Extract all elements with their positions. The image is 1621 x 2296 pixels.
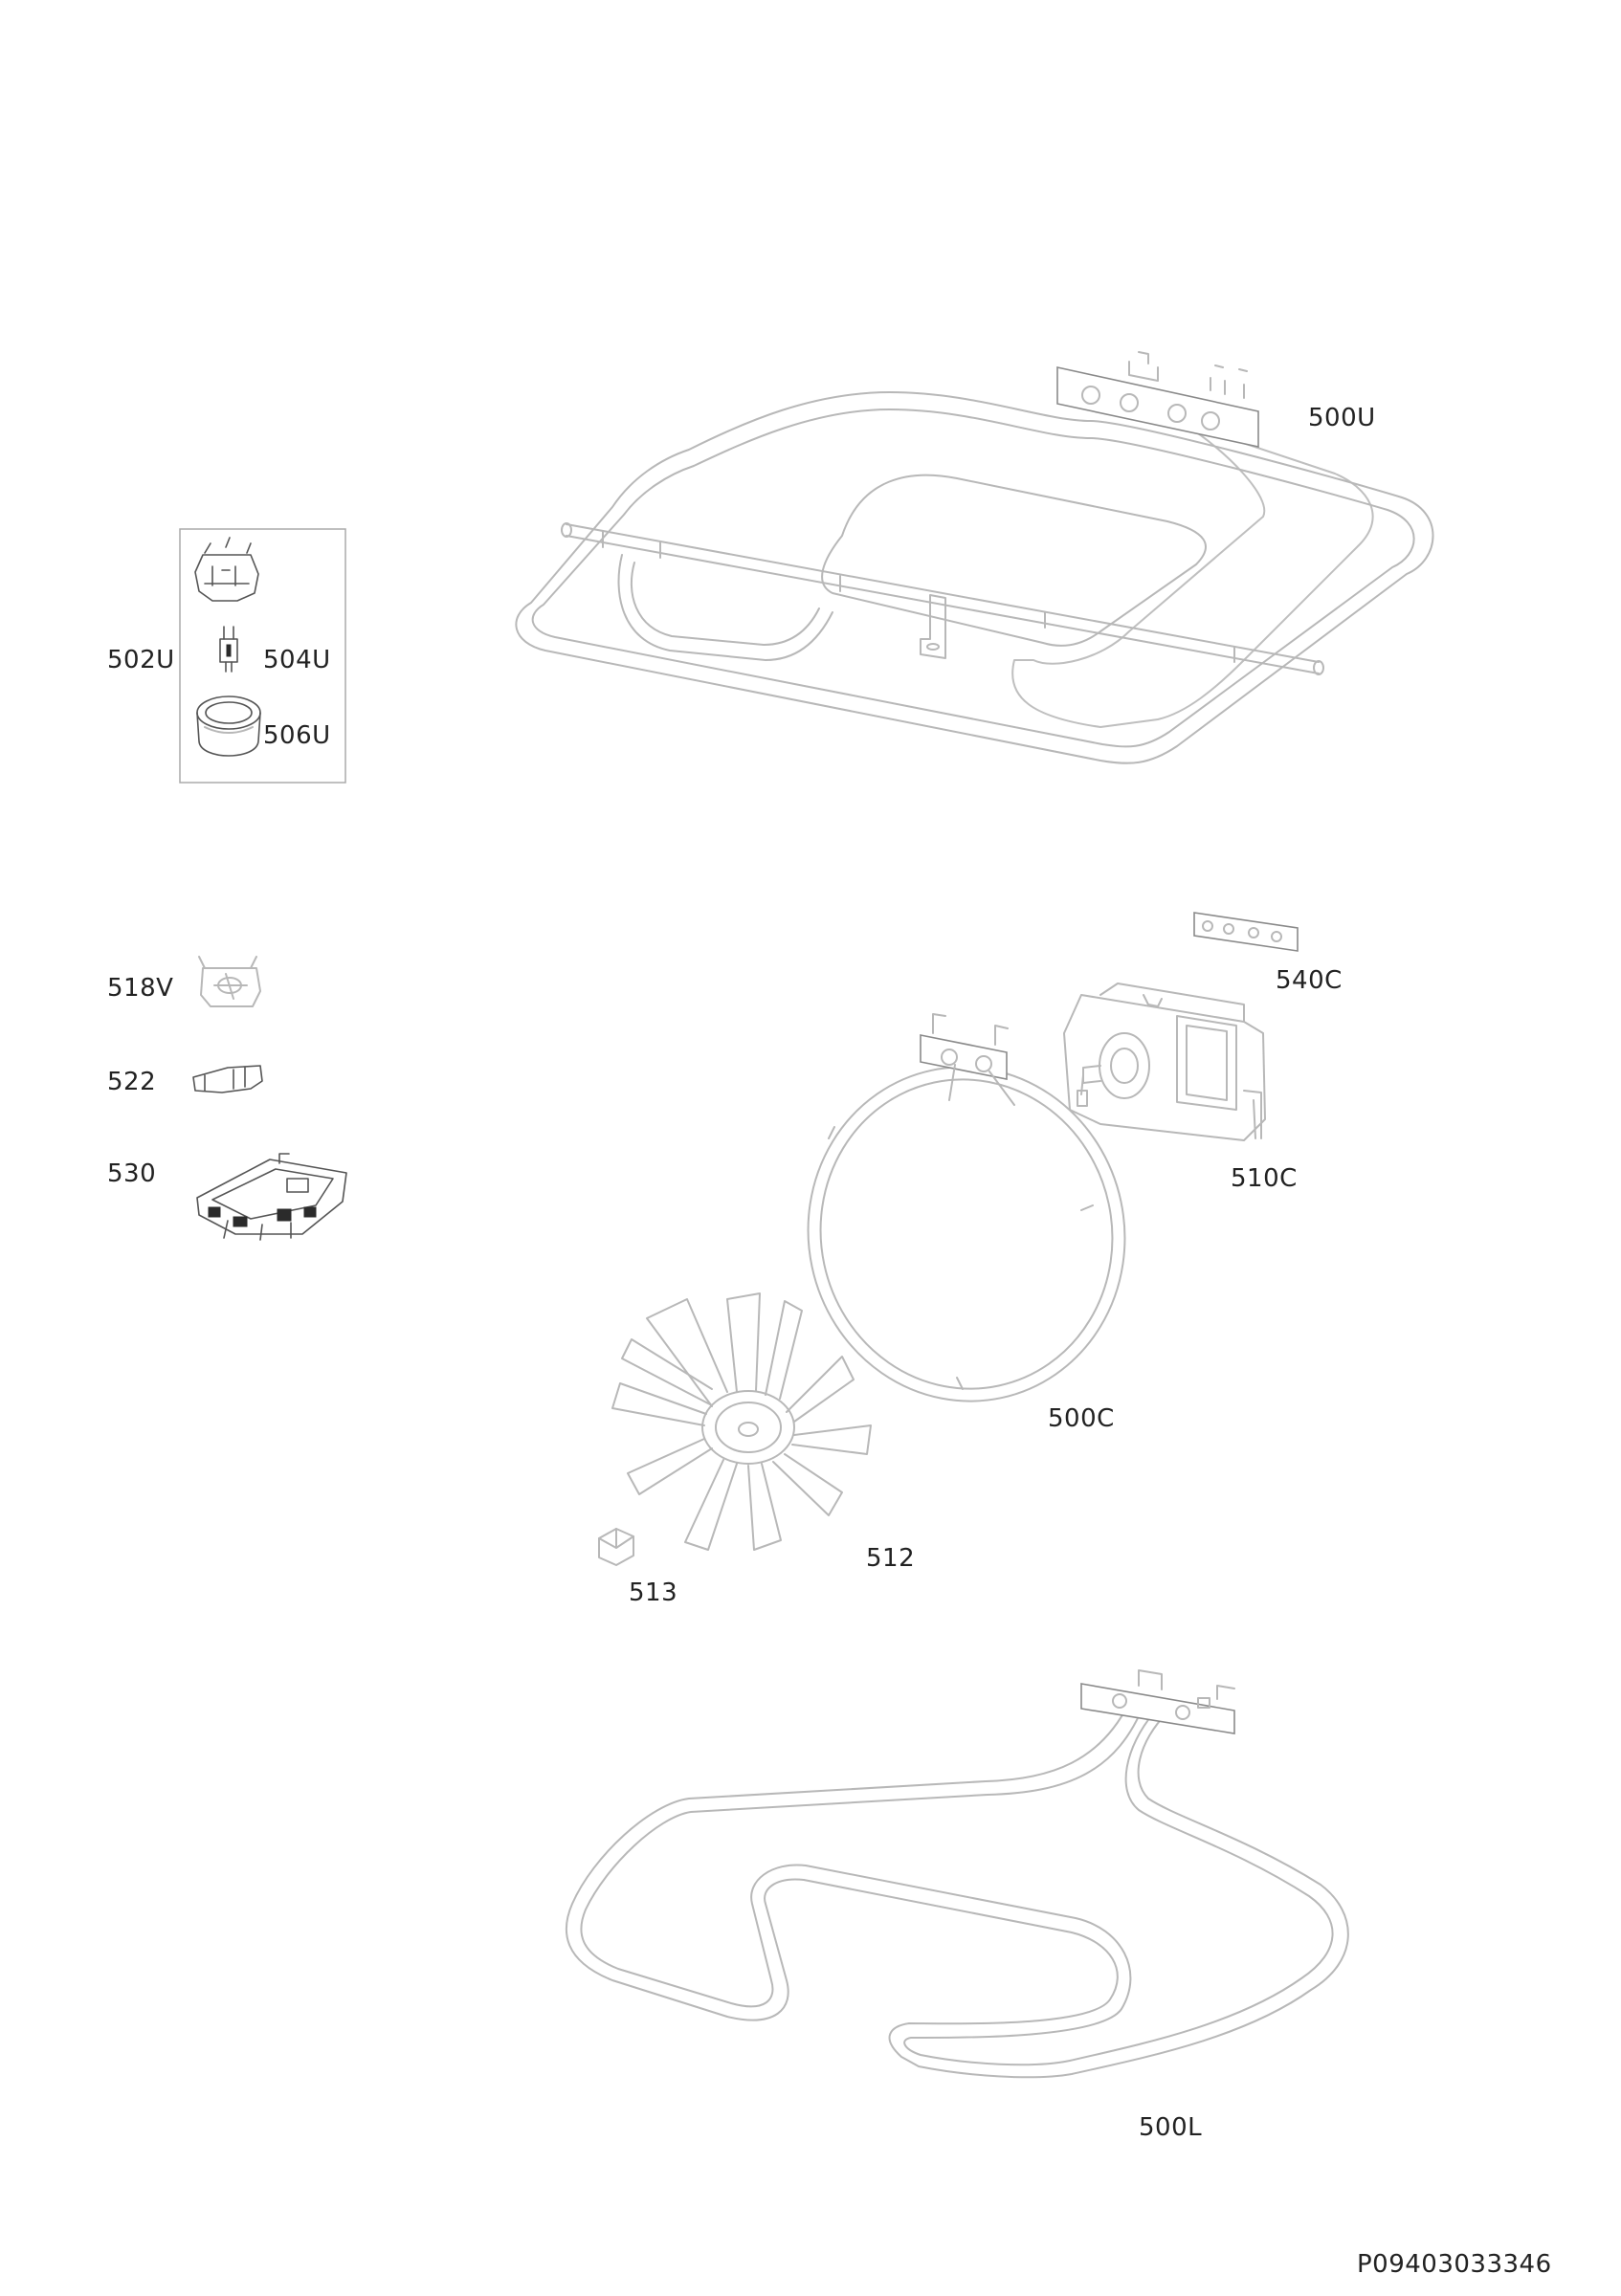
control-board-icon — [196, 1153, 347, 1241]
fan-blade-icon — [611, 1292, 872, 1551]
bulb-icon — [219, 626, 238, 673]
bottom-heating-element-icon — [565, 1669, 1349, 2079]
lamp-kit-frame — [179, 528, 346, 784]
document-code: P09403033346 — [1357, 2250, 1552, 2279]
part-label-518V: 518V — [107, 974, 174, 1003]
part-label-540C: 540C — [1276, 966, 1343, 995]
part-label-522: 522 — [107, 1068, 157, 1096]
top-heating-element-icon — [515, 351, 1434, 764]
thermostat-icon — [198, 956, 261, 1007]
lamp-holder-icon — [194, 537, 259, 602]
terminal-plate-icon — [1193, 912, 1299, 952]
fan-motor-icon — [1063, 982, 1266, 1141]
part-label-530: 530 — [107, 1159, 157, 1188]
part-label-502U: 502U — [107, 646, 175, 674]
circular-heating-element-icon — [807, 1013, 1126, 1402]
part-label-500C: 500C — [1048, 1404, 1115, 1433]
clip-icon — [192, 1065, 263, 1093]
part-label-510C: 510C — [1231, 1164, 1298, 1193]
part-label-500U: 500U — [1308, 404, 1376, 432]
part-label-513: 513 — [629, 1578, 678, 1607]
lamp-cover-icon — [196, 695, 261, 757]
part-label-506U: 506U — [263, 721, 331, 750]
part-label-512: 512 — [866, 1544, 916, 1573]
nut-icon — [598, 1528, 634, 1566]
part-label-500L: 500L — [1139, 2113, 1203, 2142]
part-label-504U: 504U — [263, 646, 331, 674]
